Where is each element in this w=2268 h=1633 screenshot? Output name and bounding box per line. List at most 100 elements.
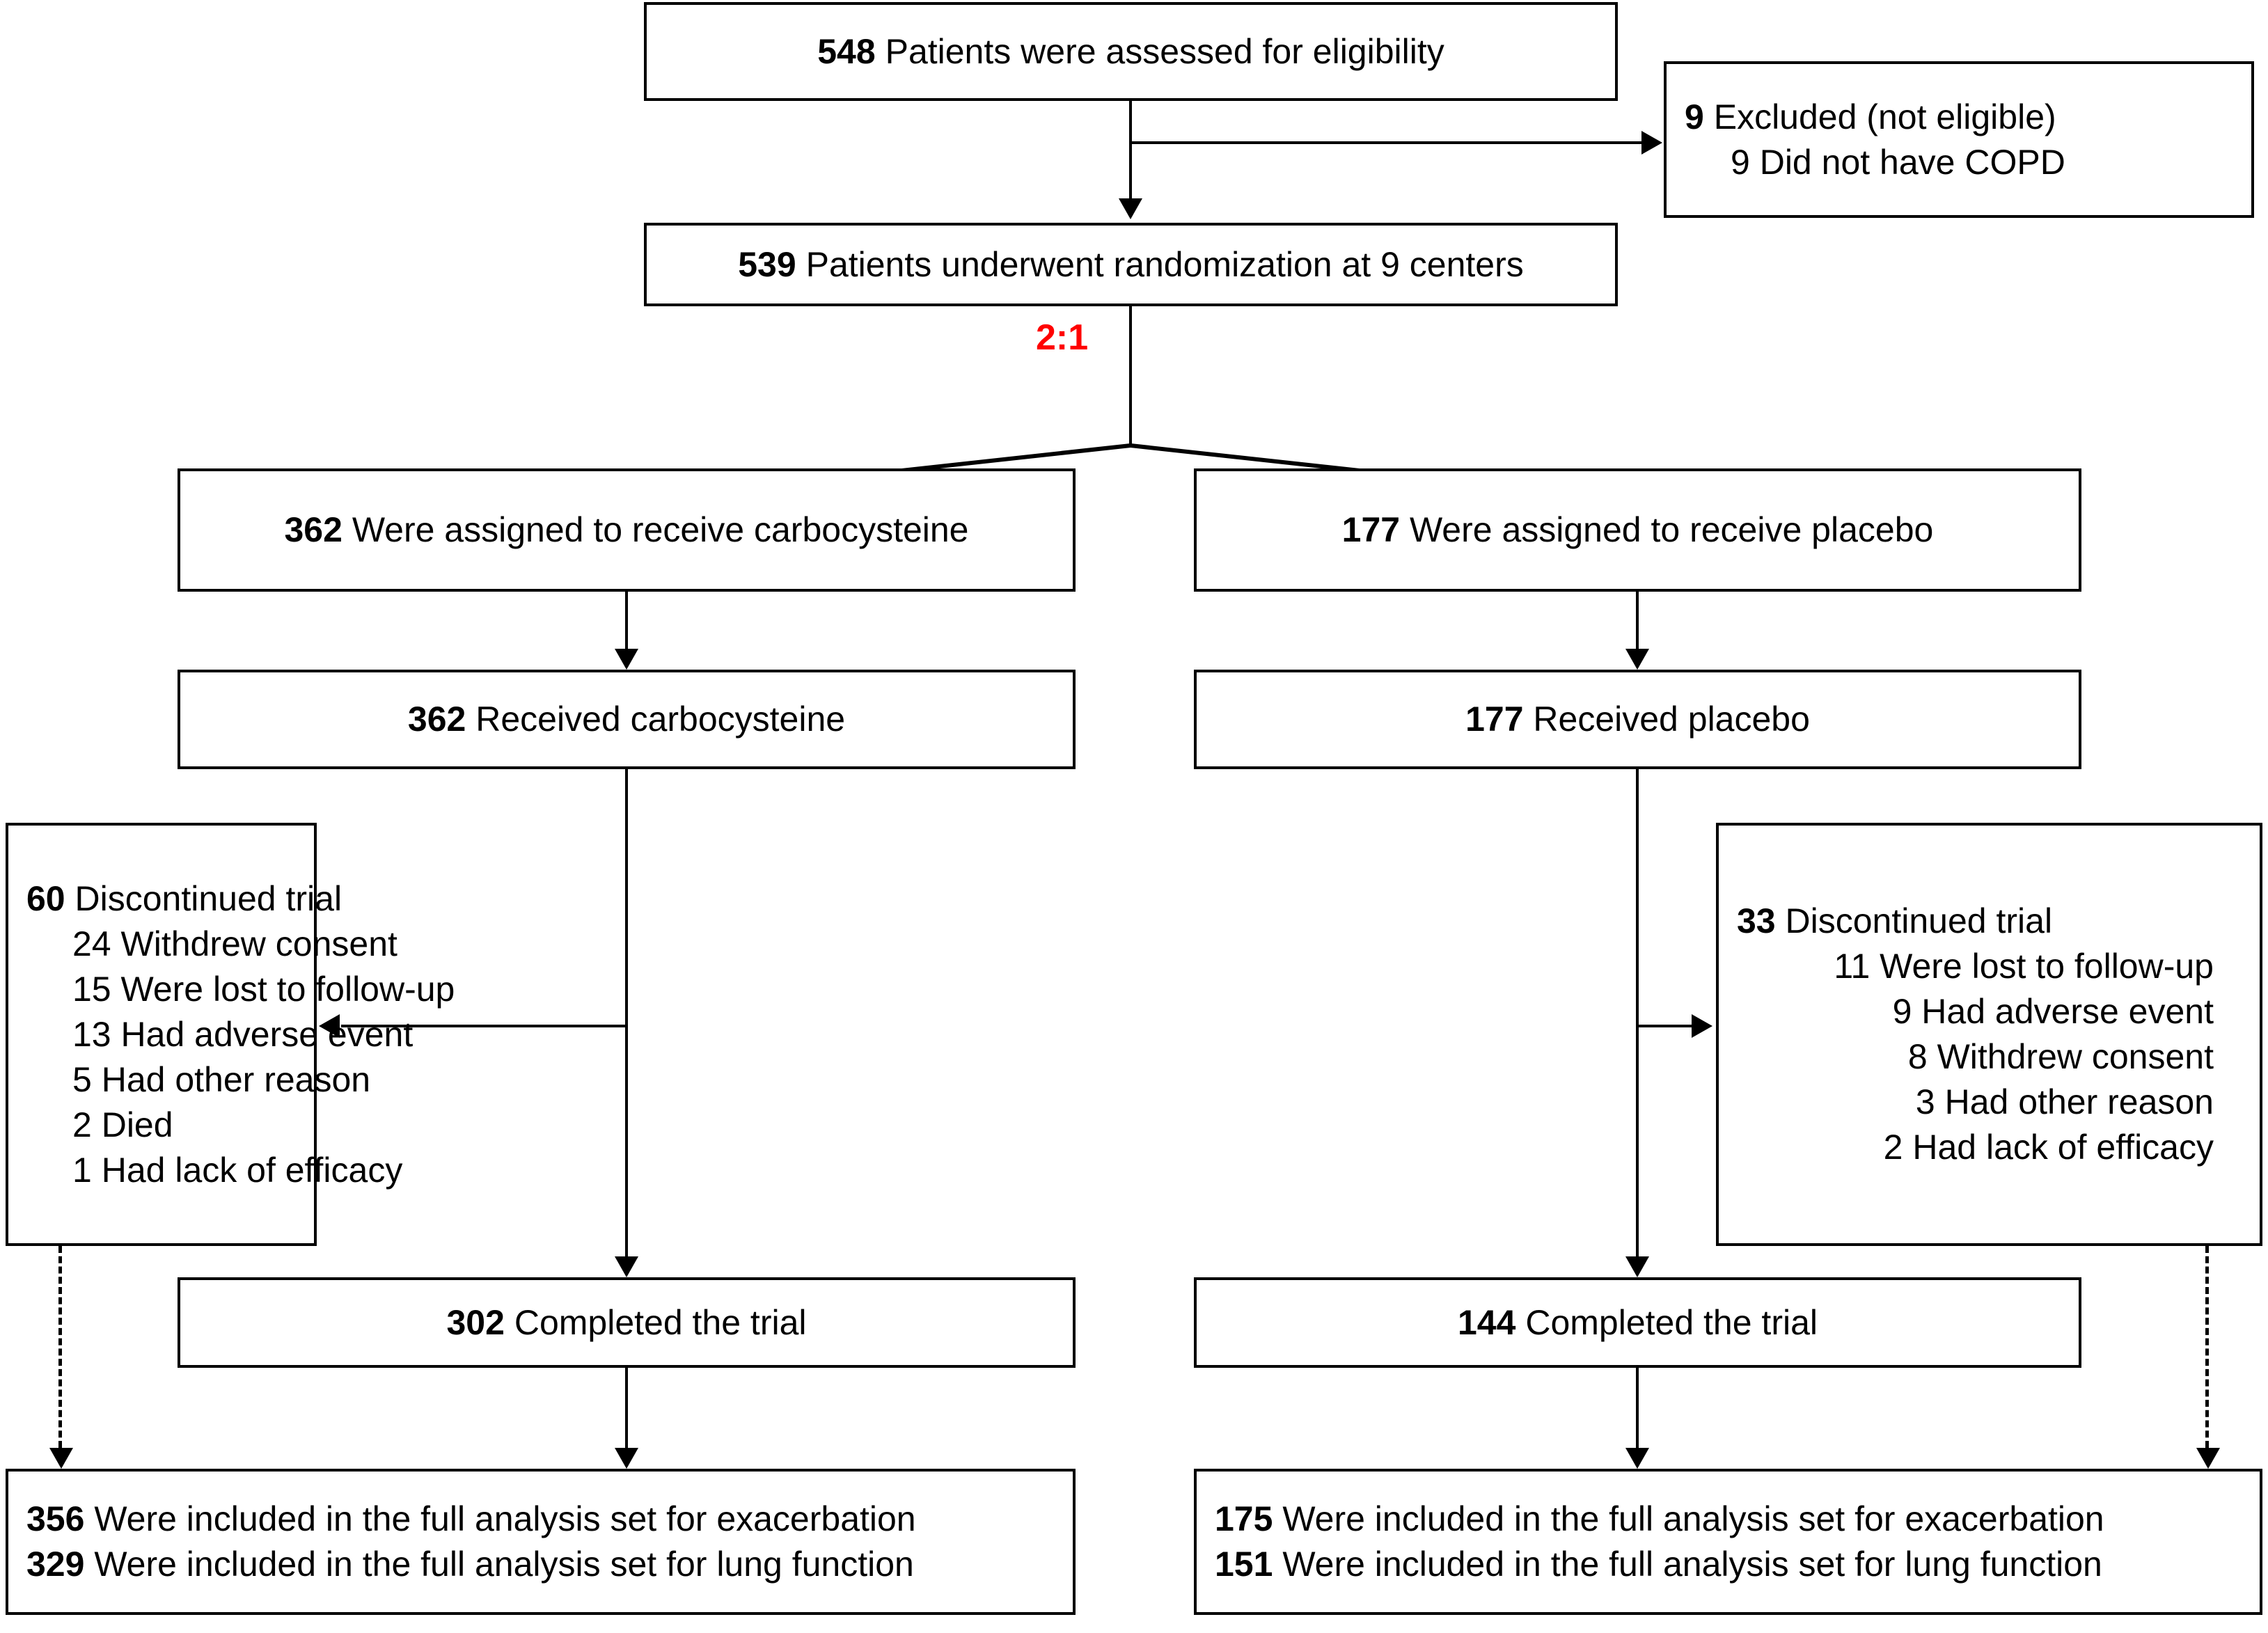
node-eligibility: 548 Patients were assessed for eligibili… (644, 2, 1618, 101)
node-excluded: 9 Excluded (not eligible) 9 Did not have… (1664, 61, 2254, 218)
arrow-dashed-analysis-placebo (2196, 1448, 2220, 1469)
discontinued-placebo-count: 33 (1737, 901, 1776, 940)
assigned-placebo-text: Were assigned to receive placebo (1410, 510, 1934, 549)
reason-text: Were lost to follow-up (1880, 947, 2214, 986)
completed-placebo-text: Completed the trial (1525, 1302, 1818, 1342)
connector-assigned-to-received-treatment (625, 592, 628, 649)
arrow-to-discontinued-treatment (319, 1014, 340, 1038)
node-assigned-placebo: 177 Were assigned to receive placebo (1194, 468, 2081, 592)
assigned-placebo-count: 177 (1341, 510, 1401, 549)
analysis-treatment-line: 356 Were included in the full analysis s… (8, 1497, 1073, 1542)
reason-count: 8 (1907, 1037, 1928, 1076)
eligibility-text: Patients were assessed for eligibility (885, 31, 1444, 71)
reason-text: Had lack of efficacy (101, 1150, 403, 1190)
connector-to-discontinued-treatment (341, 1025, 627, 1027)
reason-text: Had other reason (1944, 1082, 2214, 1121)
arrow-received-to-completed-placebo (1625, 1256, 1649, 1277)
excluded-text: Excluded (not eligible) (1713, 97, 2056, 136)
reason-count: 13 (72, 1014, 111, 1054)
node-discontinued-placebo: 33 Discontinued trial 11 Were lost to fo… (1716, 823, 2262, 1246)
excluded-reason-text: Did not have COPD (1759, 142, 2065, 182)
received-placebo-text: Received placebo (1533, 700, 1810, 739)
arrow-eligibility-to-randomization (1119, 198, 1142, 219)
connector-to-discontinued-placebo (1636, 1025, 1692, 1027)
discontinued-placebo-reason: 8 Withdrew consent (1719, 1034, 2260, 1080)
randomization-line: 539 Patients underwent randomization at … (647, 242, 1615, 287)
discontinued-treatment-reason: 5 Had other reason (8, 1057, 370, 1103)
node-completed-treatment: 302 Completed the trial (178, 1277, 1076, 1368)
discontinued-placebo-text: Discontinued trial (1785, 901, 2053, 940)
connector-received-to-completed-placebo (1636, 769, 1639, 1256)
analysis-placebo-count: 151 (1215, 1545, 1273, 1584)
arrow-received-to-completed-treatment (615, 1256, 638, 1277)
assigned-treatment-text: Were assigned to receive carbocysteine (352, 510, 969, 549)
reason-count: 2 (1883, 1128, 1903, 1167)
reason-count: 1 (72, 1150, 92, 1190)
reason-text: Withdrew consent (1937, 1037, 2214, 1076)
received-placebo-line: 177 Received placebo (1197, 697, 2079, 742)
node-randomization: 539 Patients underwent randomization at … (644, 223, 1618, 306)
completed-treatment-count: 302 (446, 1302, 505, 1342)
discontinued-treatment-reason: 13 Had adverse event (8, 1012, 413, 1057)
analysis-treatment-count: 356 (26, 1499, 85, 1538)
arrow-assigned-to-received-treatment (615, 649, 638, 670)
reason-count: 5 (72, 1059, 92, 1099)
analysis-treatment-line: 329 Were included in the full analysis s… (8, 1542, 1073, 1587)
received-treatment-line: 362 Received carbocysteine (180, 697, 1073, 742)
reason-text: Had adverse event (1921, 992, 2214, 1031)
assigned-placebo-line: 177 Were assigned to receive placebo (1197, 507, 2079, 553)
received-placebo-count: 177 (1465, 700, 1524, 739)
reason-text: Had other reason (101, 1059, 371, 1099)
received-treatment-count: 362 (407, 700, 466, 739)
connector-received-to-completed-treatment (625, 769, 628, 1256)
reason-count: 15 (72, 969, 111, 1009)
discontinued-treatment-text: Discontinued trial (74, 878, 342, 918)
reason-count: 2 (72, 1105, 92, 1144)
reason-text: Were lost to follow-up (120, 969, 455, 1009)
dashed-connector-discontinued-to-analysis-treatment (58, 1246, 62, 1448)
excluded-count: 9 (1685, 97, 1704, 136)
excluded-reason-count: 9 (1731, 142, 1750, 182)
connector-assigned-to-received-placebo (1636, 592, 1639, 649)
reason-count: 3 (1915, 1082, 1935, 1121)
analysis-placebo-text: Were included in the full analysis set f… (1282, 1499, 2104, 1538)
node-discontinued-treatment: 60 Discontinued trial 24 Withdrew consen… (6, 823, 455, 1246)
reason-count: 24 (72, 924, 111, 963)
analysis-treatment-text: Were included in the full analysis set f… (94, 1499, 916, 1538)
reason-count: 9 (1892, 992, 1912, 1031)
node-received-treatment: 362 Received carbocysteine (178, 670, 1076, 769)
discontinued-placebo-reason: 11 Were lost to follow-up (1719, 944, 2260, 989)
discontinued-placebo-line: 33 Discontinued trial (1719, 899, 2260, 944)
completed-treatment-text: Completed the trial (514, 1302, 807, 1342)
assigned-treatment-line: 362 Were assigned to receive carbocystei… (180, 507, 1073, 553)
reason-text: Had adverse event (120, 1014, 414, 1054)
reason-text: Withdrew consent (120, 924, 397, 963)
reason-count: 11 (1834, 947, 1871, 986)
connector-eligibility-to-randomization (1129, 101, 1132, 198)
node-received-placebo: 177 Received placebo (1194, 670, 2081, 769)
discontinued-treatment-reason: 1 Had lack of efficacy (8, 1148, 402, 1193)
randomization-text: Patients underwent randomization at 9 ce… (805, 244, 1524, 284)
analysis-placebo-line: 151 Were included in the full analysis s… (1197, 1542, 2260, 1587)
discontinued-placebo-reason: 9 Had adverse event (1719, 989, 2260, 1034)
arrow-completed-to-analysis-placebo (1625, 1448, 1649, 1469)
node-analysis-placebo: 175 Were included in the full analysis s… (1194, 1469, 2262, 1615)
discontinued-placebo-reason: 3 Had other reason (1719, 1080, 2260, 1125)
node-analysis-treatment: 356 Were included in the full analysis s… (6, 1469, 1076, 1615)
randomization-count: 539 (738, 244, 796, 284)
excluded-line: 9 Excluded (not eligible) (1667, 95, 2251, 140)
arrow-to-excluded (1641, 131, 1662, 155)
connector-to-excluded (1129, 141, 1641, 144)
completed-treatment-line: 302 Completed the trial (180, 1300, 1073, 1346)
discontinued-treatment-line: 60 Discontinued trial (8, 876, 342, 922)
arrow-to-discontinued-placebo (1692, 1014, 1712, 1038)
node-completed-placebo: 144 Completed the trial (1194, 1277, 2081, 1368)
dashed-connector-discontinued-to-analysis-placebo (2205, 1246, 2209, 1448)
assigned-treatment-count: 362 (284, 510, 342, 549)
analysis-treatment-count: 329 (26, 1545, 85, 1584)
randomization-ratio-label: 2:1 (1036, 317, 1089, 358)
connector-completed-to-analysis-treatment (625, 1368, 628, 1448)
analysis-treatment-text: Were included in the full analysis set f… (94, 1545, 914, 1584)
discontinued-treatment-reason: 2 Died (8, 1103, 314, 1148)
